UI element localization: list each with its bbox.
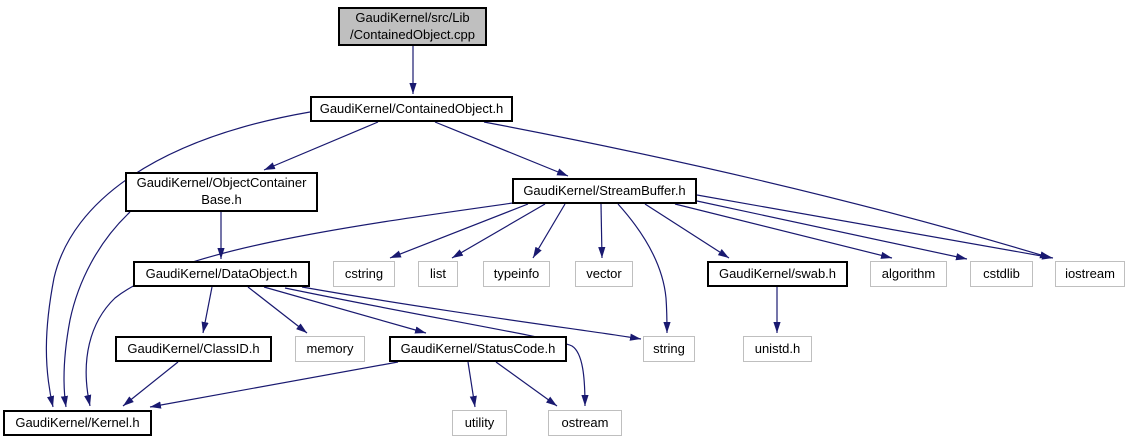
- node-memory[interactable]: memory: [295, 336, 365, 362]
- node-vector[interactable]: vector: [575, 261, 633, 287]
- node-swab-h[interactable]: GaudiKernel/swab.h: [707, 261, 848, 287]
- node-object-container-base-h[interactable]: GaudiKernel/ObjectContainer Base.h: [125, 172, 318, 212]
- edge-stream-buffer-h-to-algorithm: [674, 203, 893, 259]
- node-utility[interactable]: utility: [452, 410, 507, 436]
- edge-stream-buffer-h-to-cstring: [389, 203, 529, 259]
- edge-stream-buffer-h-to-iostream: [696, 194, 1054, 260]
- edge-status-code-h-to-kernel-h: [149, 361, 399, 409]
- edge-contained-object-h-to-iostream: [483, 121, 1052, 259]
- edge-contained-object-h-to-object-container-base-h: [263, 121, 379, 171]
- edge-stream-buffer-h-to-typeinfo: [532, 203, 566, 259]
- edge-stream-buffer-h-to-cstdlib: [696, 200, 968, 261]
- edge-class-id-h-to-kernel-h: [122, 361, 179, 407]
- node-kernel-h[interactable]: GaudiKernel/Kernel.h: [3, 410, 152, 436]
- node-algorithm[interactable]: algorithm: [870, 261, 947, 287]
- node-cpp[interactable]: GaudiKernel/src/Lib /ContainedObject.cpp: [338, 7, 487, 46]
- node-data-object-h[interactable]: GaudiKernel/DataObject.h: [133, 261, 310, 287]
- edge-data-object-h-to-string: [301, 286, 642, 341]
- edge-object-container-base-h-to-kernel-h: [60, 211, 131, 408]
- edge-status-code-h-to-ostream: [495, 361, 558, 407]
- node-status-code-h[interactable]: GaudiKernel/StatusCode.h: [389, 336, 567, 362]
- edge-status-code-h-to-utility: [467, 361, 477, 408]
- edge-stream-buffer-h-to-kernel-h: [84, 202, 514, 407]
- edge-data-object-h-to-class-id-h: [201, 286, 213, 334]
- edge-stream-buffer-h-to-list: [451, 203, 546, 259]
- node-typeinfo[interactable]: typeinfo: [483, 261, 550, 287]
- node-string[interactable]: string: [643, 336, 695, 362]
- node-cstdlib[interactable]: cstdlib: [970, 261, 1033, 287]
- node-stream-buffer-h[interactable]: GaudiKernel/StreamBuffer.h: [512, 178, 697, 204]
- node-list[interactable]: list: [418, 261, 458, 287]
- node-cstring[interactable]: cstring: [333, 261, 395, 287]
- edge-data-object-h-to-memory: [247, 286, 308, 334]
- node-class-id-h[interactable]: GaudiKernel/ClassID.h: [115, 336, 272, 362]
- edge-contained-object-h-to-stream-buffer-h: [434, 121, 569, 177]
- edge-stream-buffer-h-to-swab-h: [644, 203, 730, 259]
- node-unistd-h[interactable]: unistd.h: [743, 336, 812, 362]
- node-contained-object-h[interactable]: GaudiKernel/ContainedObject.h: [310, 96, 513, 122]
- edge-stream-buffer-h-to-string: [617, 203, 671, 334]
- node-ostream[interactable]: ostream: [548, 410, 622, 436]
- edge-stream-buffer-h-to-vector: [598, 203, 606, 259]
- edge-data-object-h-to-status-code-h: [263, 286, 427, 334]
- node-iostream[interactable]: iostream: [1055, 261, 1125, 287]
- edge-contained-object-h-to-kernel-h: [45, 111, 311, 408]
